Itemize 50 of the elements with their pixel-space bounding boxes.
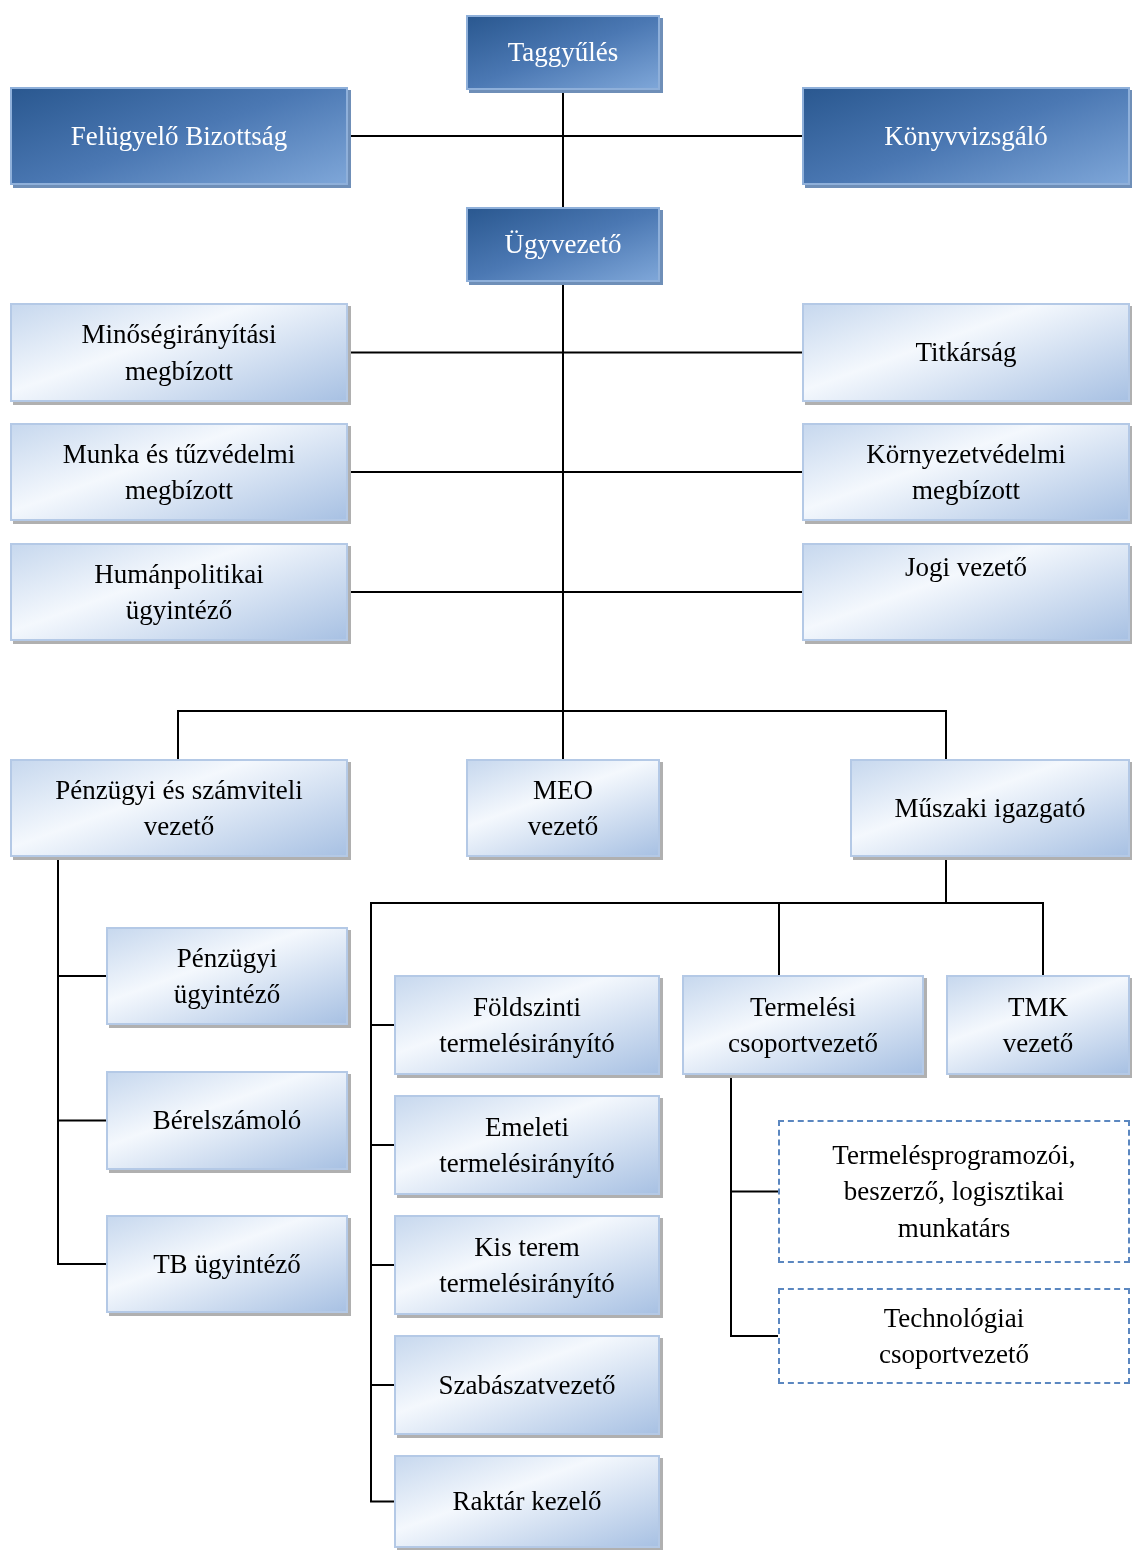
box-label: Környezetvédelmi megbízott — [865, 437, 1067, 507]
box-label: Taggyűlés — [507, 36, 619, 70]
org-box — [394, 975, 660, 1075]
org-box — [466, 759, 660, 857]
box-label: Titkárság — [915, 336, 1017, 370]
dashed-box — [778, 1120, 1130, 1263]
org-box — [850, 759, 1130, 857]
box-label: Pénzügyi és számviteli vezető — [54, 773, 304, 843]
org-box — [10, 543, 348, 641]
box-label: Felügyelő Bizottság — [70, 119, 288, 153]
box-label: TMK vezető — [1001, 990, 1075, 1060]
org-box — [466, 15, 660, 90]
box-label: Könyvvizsgáló — [884, 119, 1048, 153]
org-box — [802, 303, 1130, 402]
box-label: MEO vezető — [526, 773, 600, 843]
box-label: Földszinti termelésirányító — [438, 990, 616, 1060]
box-label: Munka és tűzvédelmi megbízott — [61, 437, 297, 507]
box-label: Szabászatvezető — [438, 1368, 616, 1402]
org-box — [802, 87, 1130, 185]
org-box — [802, 543, 1130, 641]
box-label: Termelési csoportvezető — [727, 990, 879, 1060]
org-box — [802, 423, 1130, 521]
org-box — [10, 303, 348, 402]
org-box — [10, 759, 348, 857]
org-box — [394, 1455, 660, 1548]
box-label: Bérelszámoló — [152, 1104, 302, 1138]
box-label: TB ügyintéző — [153, 1247, 301, 1281]
org-box — [394, 1095, 660, 1195]
org-box — [394, 1335, 660, 1435]
box-label: Minőségirányítási megbízott — [80, 318, 278, 388]
box-label: Kis terem termelésirányító — [438, 1230, 616, 1300]
org-box — [106, 1071, 348, 1170]
box-label: Pénzügyi ügyintéző — [172, 941, 282, 1011]
org-box — [10, 87, 348, 185]
box-label: Emeleti termelésirányító — [438, 1110, 616, 1180]
box-label: Humánpolitikai ügyintéző — [93, 557, 265, 627]
box-label: Műszaki igazgató — [894, 791, 1086, 825]
box-label: Technológiai csoportvezető — [878, 1301, 1030, 1371]
box-label: Raktár kezelő — [452, 1485, 602, 1519]
org-box — [466, 207, 660, 282]
org-box — [394, 1215, 660, 1315]
org-box — [682, 975, 924, 1075]
box-label: Jogi vezető — [904, 551, 1028, 584]
org-box — [106, 927, 348, 1025]
dashed-box — [778, 1288, 1130, 1384]
box-label: Termelésprogramozói, beszerző, logisztikai munkatárs — [831, 1138, 1077, 1245]
box-label: Ügyvezető — [504, 228, 622, 262]
org-box — [10, 423, 348, 521]
org-box — [106, 1215, 348, 1313]
org-box — [946, 975, 1130, 1075]
